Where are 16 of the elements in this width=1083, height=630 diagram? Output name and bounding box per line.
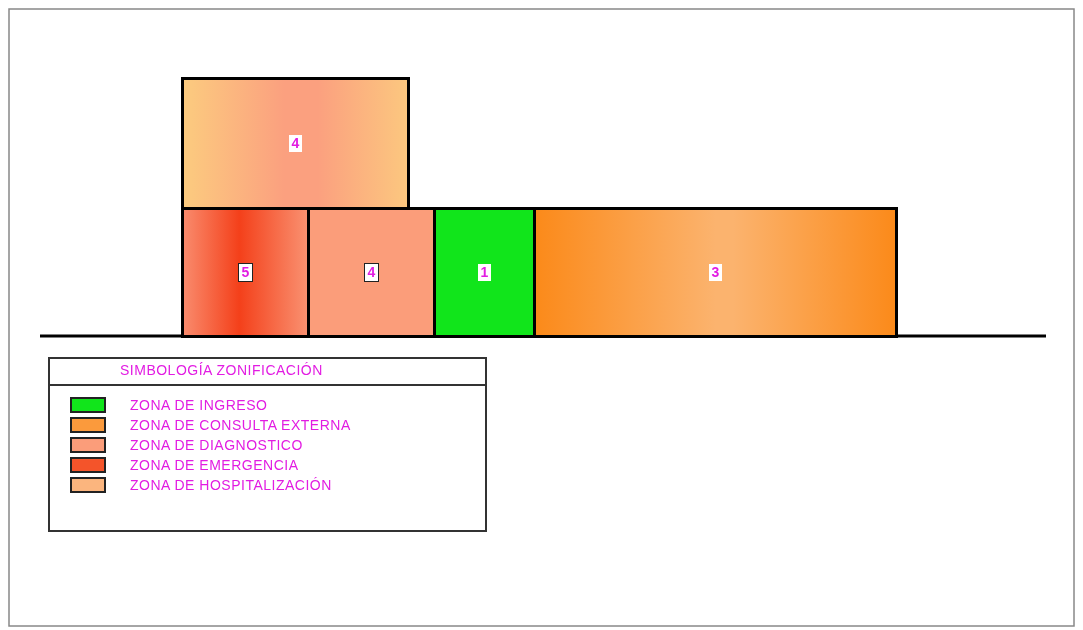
- legend-label: ZONA DE CONSULTA EXTERNA: [130, 417, 351, 433]
- legend-title: SIMBOLOGÍA ZONIFICACIÓN: [120, 362, 323, 378]
- zone-block: [181, 77, 410, 210]
- zone-block: [181, 207, 310, 338]
- zone-number: 1: [477, 264, 492, 281]
- legend-label: ZONA DE DIAGNOSTICO: [130, 437, 303, 453]
- zone-number: 3: [708, 264, 723, 281]
- legend-label: ZONA DE HOSPITALIZACIÓN: [130, 477, 332, 493]
- zone-number: 5: [238, 264, 253, 281]
- zone-number: 4: [288, 135, 303, 152]
- legend-label: ZONA DE EMERGENCIA: [130, 457, 299, 473]
- zone-number: 4: [364, 264, 379, 281]
- zone-block: [433, 207, 536, 338]
- zone-block: [533, 207, 898, 338]
- zone-block: [307, 207, 436, 338]
- legend-label: ZONA DE INGRESO: [130, 397, 268, 413]
